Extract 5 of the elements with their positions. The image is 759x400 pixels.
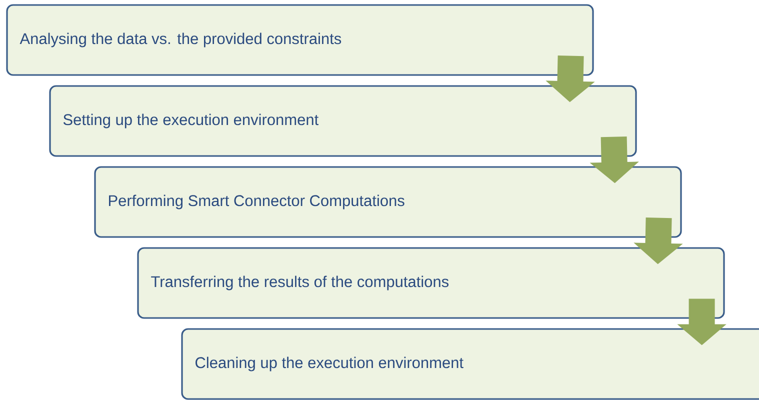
process-box: Performing Smart Connector Computations bbox=[94, 166, 682, 238]
process-box: Setting up the execution environment bbox=[49, 85, 637, 157]
process-box: Analysing the data vs. the provided constraints bbox=[6, 4, 594, 76]
process-box: Cleaning up the execution environment bbox=[181, 328, 759, 400]
process-box: Transferring the results of the computations bbox=[137, 247, 725, 319]
